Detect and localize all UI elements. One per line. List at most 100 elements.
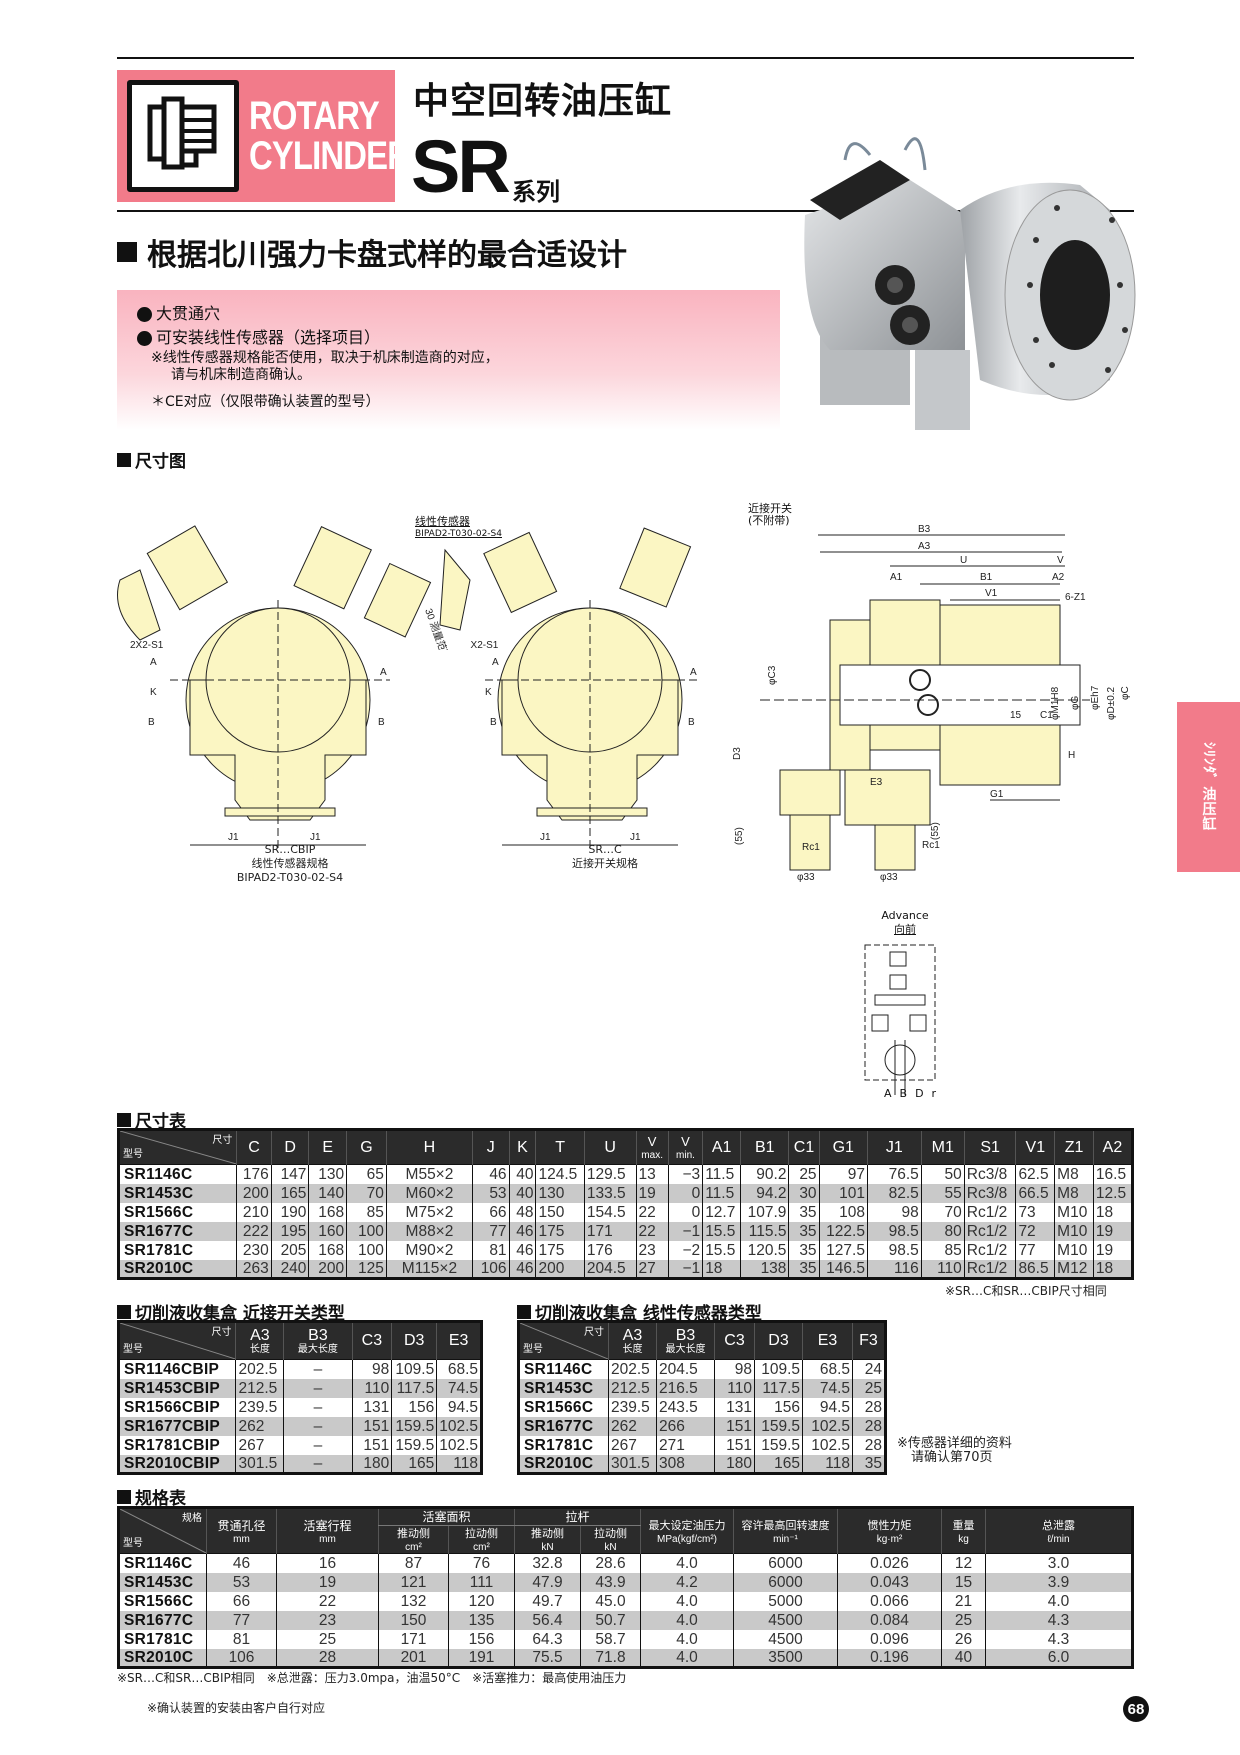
value-cell: 4.0 <box>640 1648 734 1668</box>
value-cell: 266 <box>656 1416 715 1436</box>
value-cell: 30 <box>788 1183 820 1203</box>
drawing-section-title: 尺寸图 <box>117 447 186 472</box>
value-cell: 175 <box>535 1221 585 1241</box>
value-cell: 19 <box>635 1183 669 1203</box>
column-header: G <box>346 1129 387 1165</box>
svg-text:φC3: φC3 <box>767 665 778 685</box>
column-header: C3 <box>351 1321 392 1360</box>
value-cell: 4.0 <box>640 1553 734 1573</box>
value-cell: 130 <box>535 1183 585 1203</box>
value-cell: 4500 <box>733 1629 838 1649</box>
model-cell: SR1146C <box>518 1359 609 1379</box>
value-cell: 102.5 <box>436 1435 482 1455</box>
value-cell: 66 <box>471 1202 510 1222</box>
corner-top-label: 尺寸 <box>212 1135 233 1146</box>
section-title-text: 切削液收集盒 线性传感器类型 <box>535 1304 762 1324</box>
column-header: D <box>270 1129 309 1165</box>
value-cell: 12 <box>941 1553 986 1573</box>
value-cell: Rc1/2 <box>963 1240 1016 1260</box>
header-unit: cm² <box>405 1542 422 1553</box>
value-cell: 94.5 <box>436 1397 482 1417</box>
header-unit: cm² <box>473 1542 490 1553</box>
value-cell: 28.6 <box>580 1553 641 1573</box>
ce-note: ＊CE对应（仅限带确认装置的型号） <box>151 394 380 410</box>
value-cell: 117.5 <box>754 1378 803 1398</box>
value-cell: 151 <box>714 1416 755 1436</box>
value-cell: 35 <box>788 1240 820 1260</box>
drawing-c-caption: SR…C 近接开关规格 <box>555 843 655 871</box>
svg-text:D3: D3 <box>732 747 743 760</box>
value-cell: 72 <box>1015 1221 1055 1241</box>
sensor-model-text: BIPAD2-T030-02-S4 <box>415 529 502 539</box>
bullet-square-icon <box>517 1304 531 1319</box>
value-cell: 70 <box>920 1202 965 1222</box>
value-cell: 102.5 <box>802 1416 853 1436</box>
header-label: 总泄露 <box>1042 1519 1075 1532</box>
value-cell: 201 <box>378 1648 449 1668</box>
value-cell: 19 <box>1092 1221 1133 1241</box>
value-cell: 133.5 <box>583 1183 636 1203</box>
value-cell: 129.5 <box>583 1164 636 1184</box>
value-cell: 85 <box>920 1240 965 1260</box>
value-cell: 28 <box>276 1648 379 1668</box>
model-cell: SR1677CBIP <box>117 1416 236 1436</box>
value-cell: 64.3 <box>514 1629 581 1649</box>
value-cell: 25 <box>852 1378 886 1398</box>
value-cell: −1 <box>667 1221 703 1241</box>
value-cell: 26 <box>941 1629 986 1649</box>
value-cell: M12 <box>1054 1259 1094 1279</box>
svg-text:V: V <box>1057 555 1064 566</box>
value-cell: 109.5 <box>391 1359 437 1379</box>
model-cell: SR1566CBIP <box>117 1397 236 1417</box>
value-cell: 100 <box>346 1240 387 1260</box>
value-cell: 40 <box>941 1648 986 1668</box>
model-cell: SR1781C <box>118 1629 207 1649</box>
column-header: C3 <box>714 1321 755 1360</box>
svg-text:K: K <box>485 687 492 698</box>
caption-spec: 线性传感器规格 <box>251 857 329 870</box>
rotary-cylinder-icon <box>127 80 239 192</box>
value-cell: 156 <box>448 1629 515 1649</box>
sensor-table-title: 切削液收集盒 线性传感器类型 <box>517 1299 762 1324</box>
value-cell: 267 <box>235 1435 284 1455</box>
value-cell: 11.5 <box>702 1164 741 1184</box>
value-cell: 22 <box>276 1591 379 1611</box>
value-cell: 132 <box>378 1591 449 1611</box>
value-cell: 195 <box>270 1221 309 1241</box>
corner-top-label: 尺寸 <box>211 1327 232 1338</box>
feature-text: 可安装线性传感器（选择项目） <box>156 328 381 347</box>
brand-wordmark: ROTARY CYLINDER <box>249 96 411 176</box>
value-cell: 4.3 <box>985 1610 1133 1630</box>
value-cell: 35 <box>788 1202 820 1222</box>
value-cell: M10 <box>1054 1202 1094 1222</box>
header-label: 拉动侧 <box>465 1528 498 1540</box>
table-corner-cell: 尺寸 型号 <box>117 1129 237 1165</box>
value-cell: 23 <box>276 1610 379 1630</box>
value-cell: 73 <box>1015 1202 1055 1222</box>
value-cell: 27 <box>635 1259 669 1279</box>
model-cell: SR1781C <box>518 1435 609 1455</box>
product-photo <box>790 120 1140 430</box>
value-cell: 156 <box>391 1397 437 1417</box>
value-cell: 120.5 <box>740 1240 789 1260</box>
svg-text:φC: φC <box>1120 686 1130 700</box>
category-side-tab[interactable]: ｼﾘﾝﾀﾞ 油压缸 <box>1177 702 1240 872</box>
svg-text:φ33: φ33 <box>880 872 898 883</box>
value-cell: 202.5 <box>608 1359 657 1379</box>
value-cell: 111 <box>448 1572 515 1592</box>
svg-text:A2: A2 <box>1052 572 1065 583</box>
value-cell: 48 <box>508 1202 536 1222</box>
col-group-rod: 拉杆 <box>514 1507 641 1526</box>
model-cell: SR1453CBIP <box>117 1378 236 1398</box>
value-cell: 200 <box>535 1259 585 1279</box>
column-header: S1 <box>963 1129 1016 1165</box>
